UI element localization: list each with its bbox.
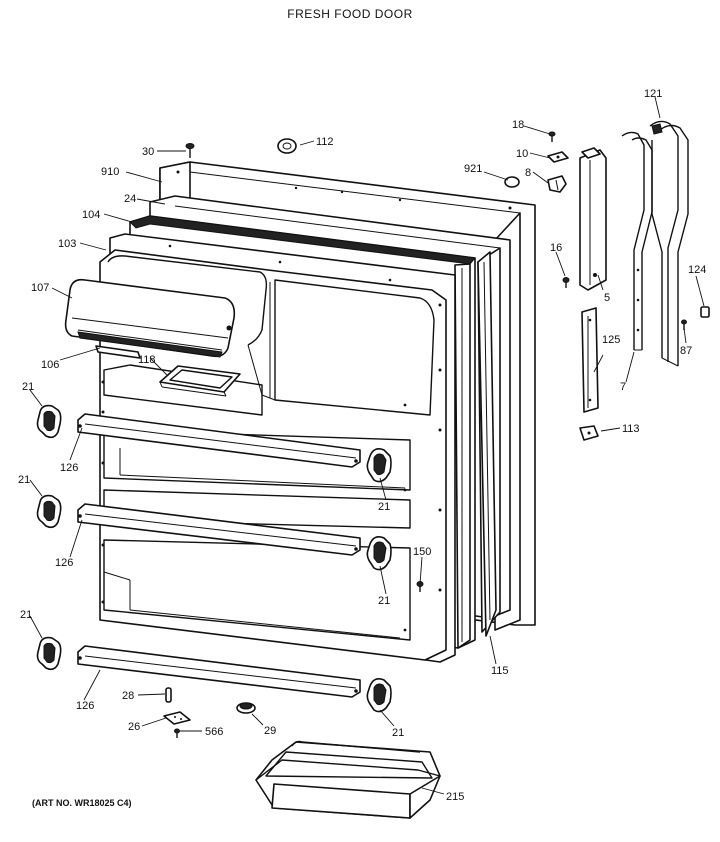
callout-7: 7 [620, 381, 626, 393]
callout-21-right-1: 21 [378, 501, 390, 513]
callout-118: 118 [138, 354, 156, 366]
callout-16: 16 [550, 242, 562, 254]
handle-plate-125 [581, 307, 599, 413]
screw-16 [562, 277, 570, 288]
callout-18: 18 [512, 119, 524, 131]
callout-21-right-3: 21 [392, 727, 404, 739]
callout-21-left-3: 21 [20, 609, 32, 621]
callout-107: 107 [31, 282, 49, 294]
callout-21-left-1: 21 [22, 381, 34, 393]
callout-26: 26 [128, 721, 140, 733]
callout-112: 112 [316, 136, 334, 148]
shelf-bar-lower [77, 645, 361, 698]
callout-126-upper: 126 [60, 462, 78, 474]
door-bin-215 [255, 740, 441, 819]
door-strip-115 [477, 251, 497, 637]
callout-126-lower: 126 [76, 700, 94, 712]
callout-113: 113 [622, 423, 640, 435]
callout-labels: 30 112 910 24 104 103 107 106 118 21 21 … [18, 88, 706, 803]
plate-26 [163, 711, 191, 725]
callout-121: 121 [644, 88, 662, 100]
callout-106: 106 [41, 359, 59, 371]
handle-7 [621, 131, 653, 351]
callout-10: 10 [516, 148, 528, 160]
clip-124 [700, 306, 710, 318]
callout-28: 28 [122, 690, 134, 702]
end-cap-right-2 [366, 536, 392, 571]
screw-18 [548, 131, 556, 142]
callout-5: 5 [604, 292, 610, 304]
bumper-29 [236, 702, 256, 714]
leader-lines [29, 96, 705, 795]
callout-30: 30 [142, 146, 154, 158]
dairy-door [64, 278, 236, 358]
end-cap-left-2 [36, 494, 62, 529]
callout-115: 115 [491, 665, 509, 677]
hinge-5 [579, 147, 607, 291]
end-cap-left-3 [36, 636, 62, 671]
plug-112 [277, 138, 297, 154]
end-cap-right-3 [366, 678, 392, 713]
callout-21-left-2: 21 [18, 474, 30, 486]
screw-30 [185, 143, 195, 158]
shelf-bar-upper [77, 413, 361, 468]
callout-124: 124 [688, 264, 706, 276]
callout-24: 24 [124, 193, 136, 205]
callout-910: 910 [101, 166, 119, 178]
callout-921: 921 [464, 163, 482, 175]
callout-126-middle: 126 [55, 557, 73, 569]
butter-tray [159, 365, 241, 397]
cap-921 [504, 176, 520, 188]
callout-87: 87 [680, 345, 692, 357]
screw-566 [174, 728, 180, 738]
handle-121 [649, 120, 689, 367]
art-number: (ART NO. WR18025 C4) [32, 798, 132, 808]
hinge-bracket-8 [547, 175, 567, 193]
callout-29: 29 [264, 725, 276, 737]
callout-566: 566 [205, 726, 223, 738]
callout-104: 104 [82, 209, 100, 221]
end-cap-left-1 [36, 404, 62, 439]
callout-21-right-2: 21 [378, 595, 390, 607]
dairy-door-hinge [95, 345, 141, 359]
shim-10 [547, 151, 569, 163]
callout-8: 8 [525, 167, 531, 179]
callout-150: 150 [413, 546, 431, 558]
clip-113 [579, 425, 599, 441]
callout-103: 103 [58, 238, 76, 250]
shelf-bar-middle [77, 503, 361, 556]
end-cap-right-1 [366, 448, 392, 483]
callout-215: 215 [446, 791, 464, 803]
callout-125: 125 [602, 334, 620, 346]
diagram-title: FRESH FOOD DOOR [287, 7, 413, 21]
spacer-28 [165, 687, 172, 703]
